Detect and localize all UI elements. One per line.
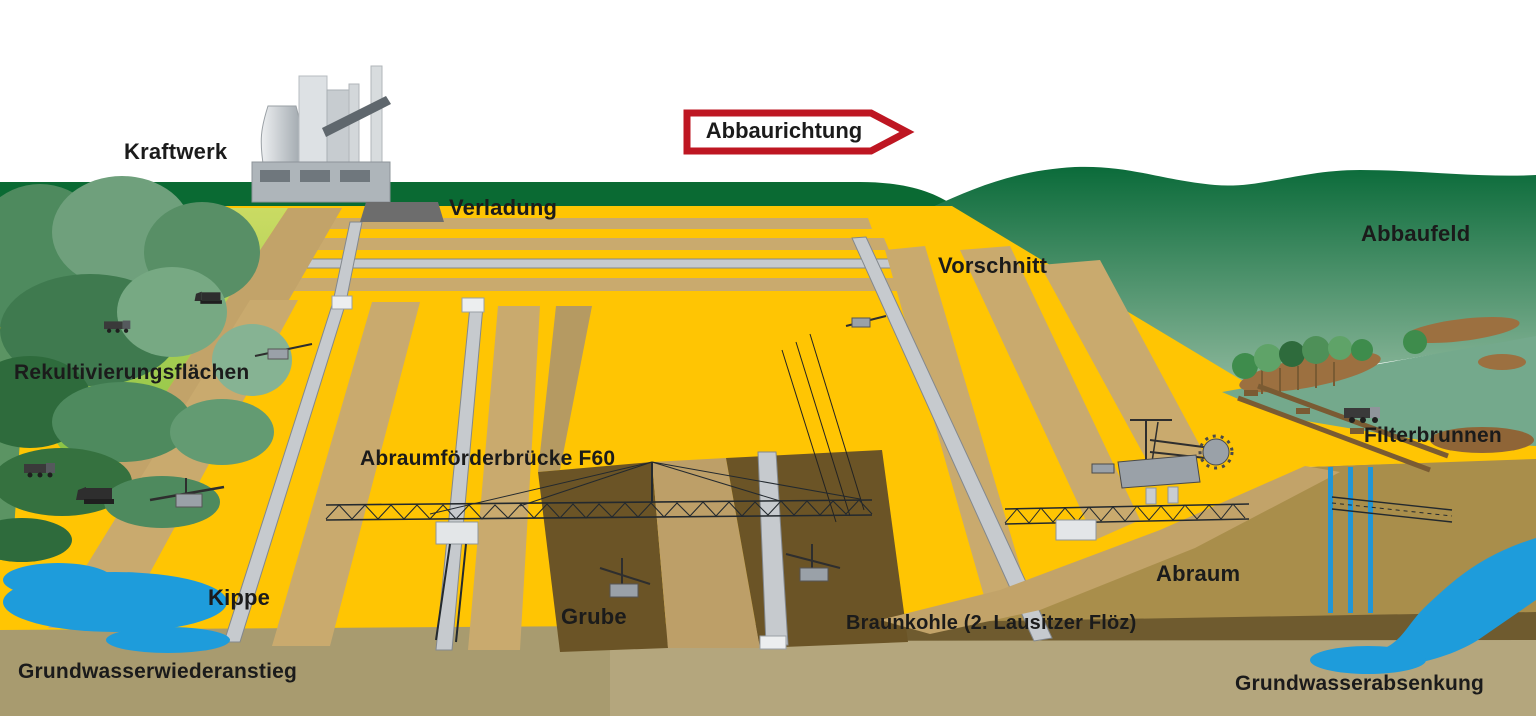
truck (24, 463, 55, 478)
far-right-field (1222, 316, 1536, 453)
label-vorschnitt: Vorschnitt (938, 253, 1048, 278)
mining-direction-sign: Abbaurichtung (683, 109, 915, 155)
tree-row (1232, 330, 1427, 394)
layer-below-coal (610, 638, 1536, 716)
spreader (254, 343, 313, 360)
label-grundwasserabsenkung: Grundwasserabsenkung (1235, 672, 1485, 695)
truck (1344, 407, 1380, 423)
f60-bridge (325, 461, 1453, 643)
label-filterbrunnen: Filterbrunnen (1364, 424, 1502, 447)
groundwater-left (3, 563, 230, 653)
filter-well-pipe (1328, 467, 1333, 613)
pit-excavator (785, 544, 841, 582)
bulldozer (76, 487, 114, 504)
label-abraumfoerderbruecke: Abraumförderbrücke F60 (360, 447, 616, 470)
label-verladung: Verladung (449, 195, 558, 220)
spreader (845, 315, 887, 328)
plant-conveyor-bridge (322, 96, 391, 137)
truck (104, 320, 131, 333)
cooling-tower (260, 105, 303, 171)
bulldozer (194, 291, 222, 304)
bucket-wheel-excavator (1091, 419, 1234, 505)
slope-road (880, 466, 1340, 634)
groundwater-right (1310, 467, 1536, 674)
spreader (149, 478, 225, 508)
machines (24, 291, 1380, 598)
label-kippe: Kippe (208, 585, 271, 610)
loading-pad (360, 202, 444, 222)
label-abraum: Abraum (1156, 561, 1241, 586)
horizon (0, 166, 1536, 385)
hills (930, 166, 1536, 385)
label-kraftwerk: Kraftwerk (124, 139, 228, 164)
label-rekultivierungsflaechen: Rekultivierungsflächen (14, 361, 250, 384)
sign-label: Abbaurichtung (705, 118, 863, 143)
sign-arrow-shape (683, 109, 915, 155)
bridge-carriage (435, 521, 479, 545)
conveyor-right (851, 236, 1053, 642)
bench-conveyor (228, 258, 907, 269)
label-grube: Grube (561, 604, 627, 629)
horizon-band (0, 182, 954, 206)
left-trees (0, 176, 292, 562)
label-abbaufeld: Abbaufeld (1361, 221, 1471, 246)
pit-excavator (599, 558, 651, 598)
filter-well-pipe (1348, 467, 1353, 613)
label-braunkohle: Braunkohle (2. Lausitzer Flöz) (846, 612, 1137, 634)
label-grundwasserwiederanstieg: Grundwasserwiederanstieg (18, 660, 298, 683)
filter-well-pipe (1368, 467, 1373, 613)
power-plant (251, 65, 391, 203)
